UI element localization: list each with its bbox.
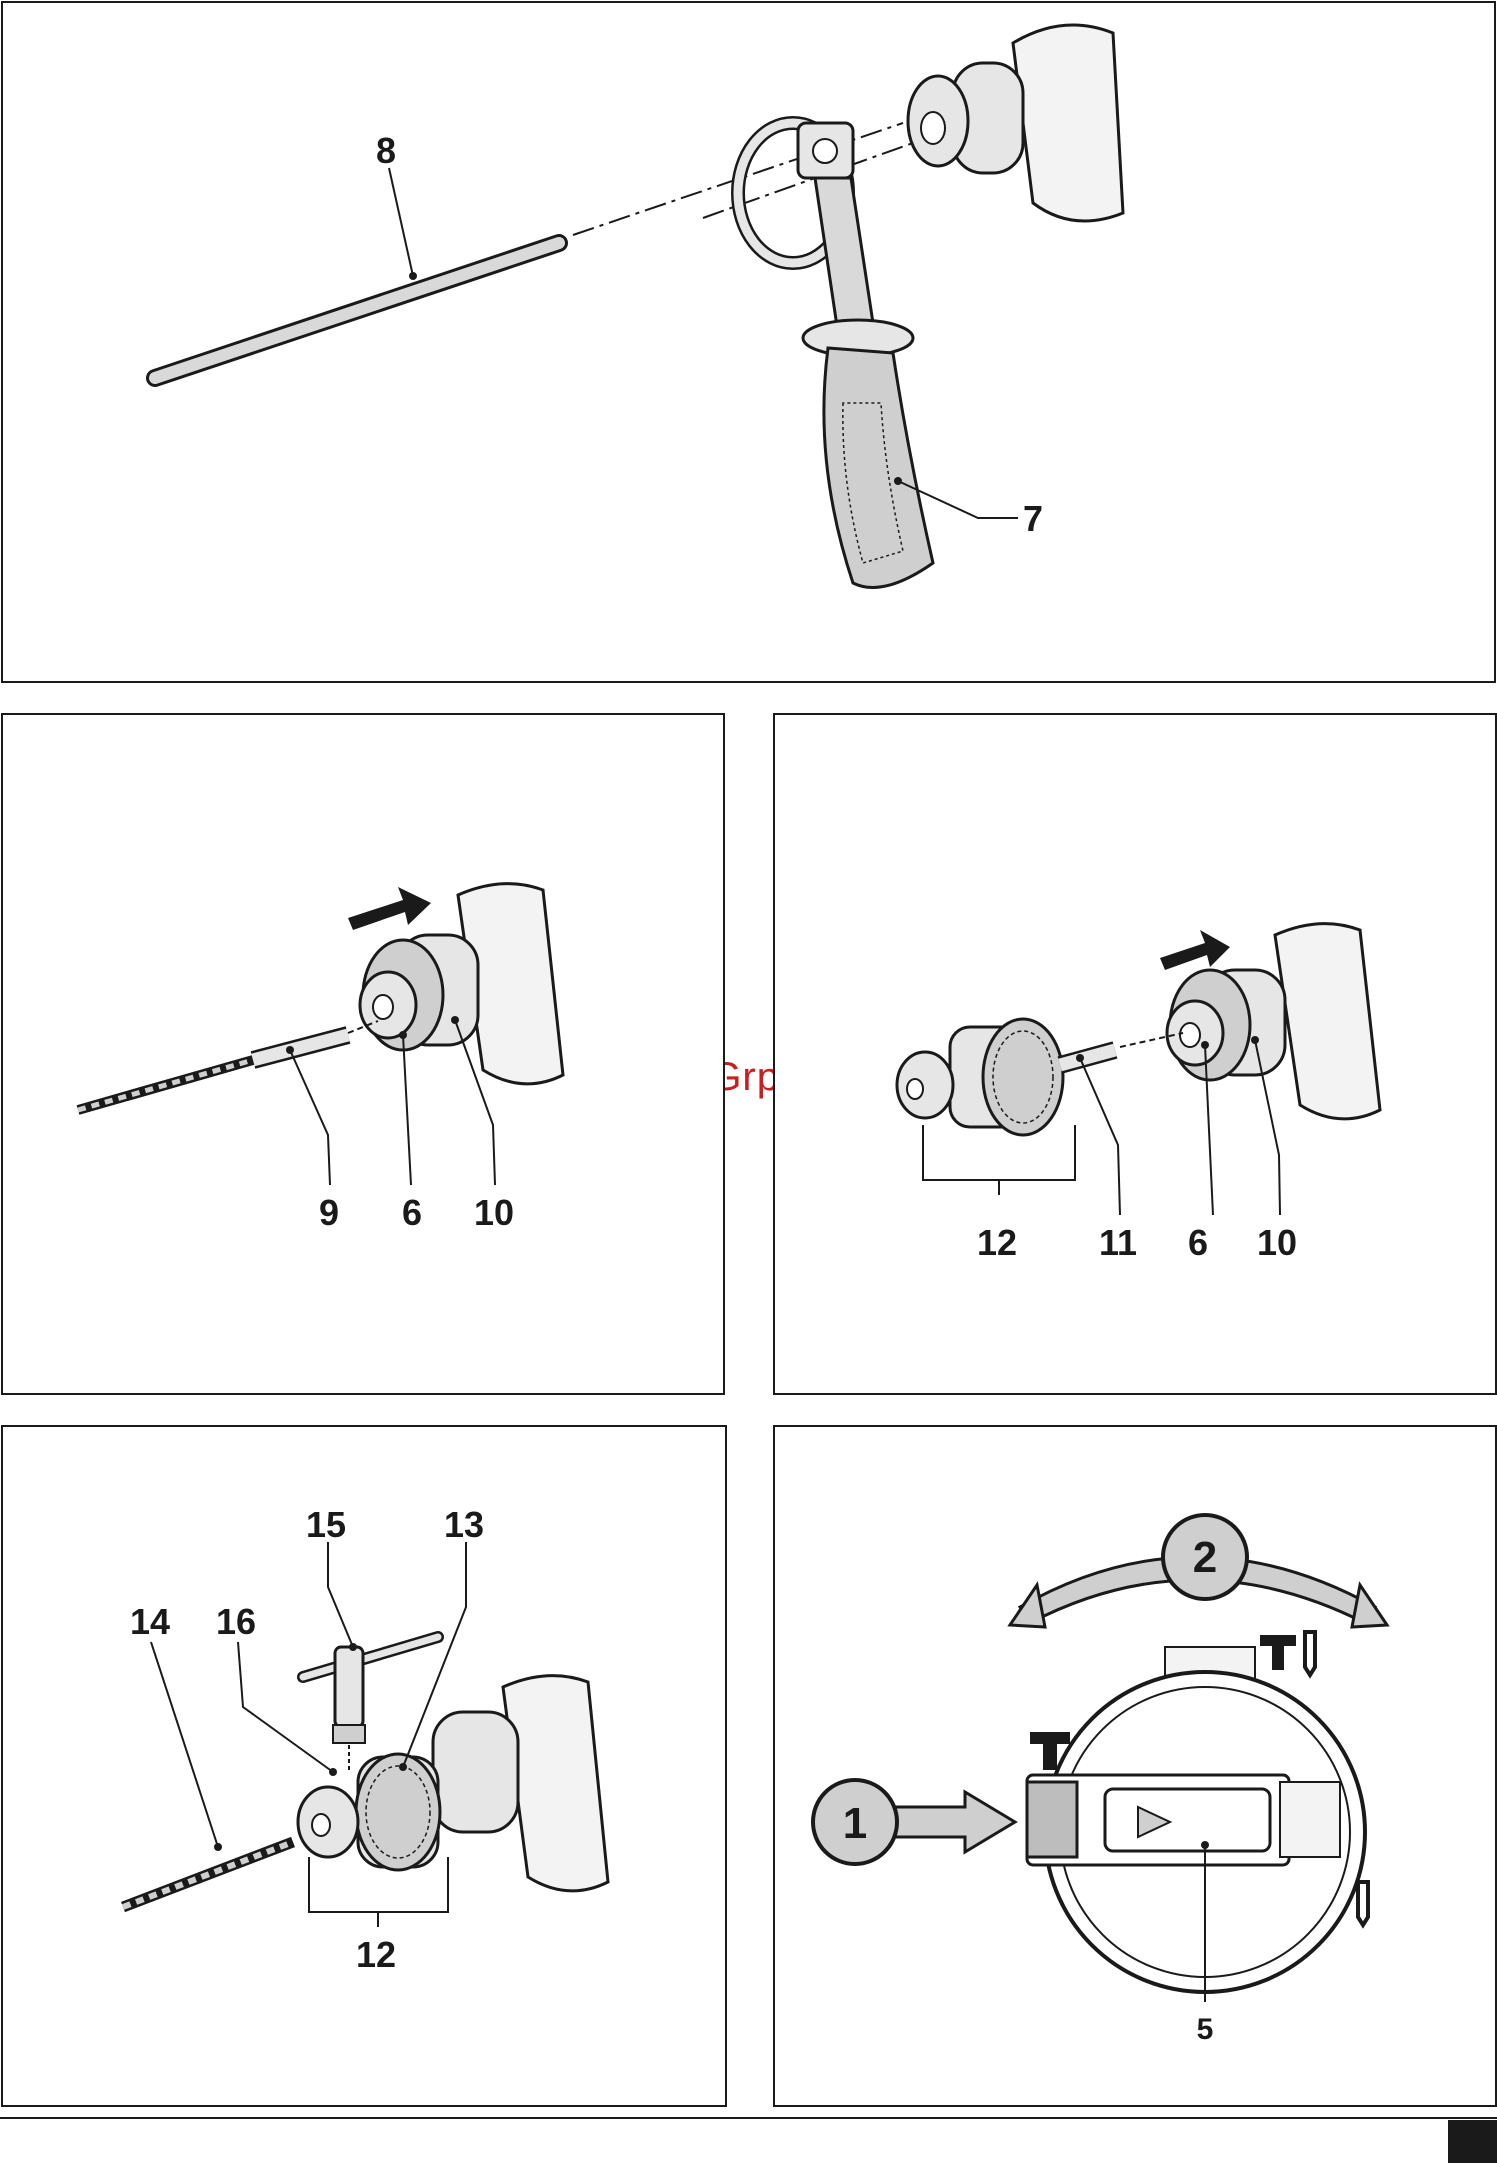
push-arrow-icon — [1160, 930, 1230, 970]
keyed-chuck-drawing: 15 13 14 16 12 — [3, 1427, 729, 2109]
bracket-12 — [923, 1125, 1075, 1180]
leader-line-14 — [151, 1642, 218, 1847]
callout-14: 14 — [130, 1601, 170, 1642]
callout-5: 5 — [1197, 2013, 1214, 2046]
keyed-chuck — [298, 1754, 440, 1870]
hammer-drill-mode-icon — [1260, 1632, 1315, 1675]
side-handle-drawing: 8 7 — [3, 3, 1497, 685]
leader-line-8 — [389, 168, 413, 276]
callout-7: 7 — [1023, 498, 1043, 539]
drill-nose — [433, 1676, 608, 1891]
chuck-adapter-drawing: 12 11 6 10 — [775, 715, 1497, 1397]
callout-10: 10 — [474, 1192, 514, 1233]
step-2-number: 2 — [1193, 1533, 1217, 1582]
figure-mode-selector: 2 1 5 — [773, 1425, 1497, 2107]
step-1-number: 1 — [843, 1799, 867, 1848]
leader-line-11 — [1080, 1058, 1120, 1215]
sds-bit-drawing: 9 6 10 — [3, 715, 727, 1397]
leader-line-15 — [328, 1542, 353, 1647]
callout-16: 16 — [216, 1601, 256, 1642]
callout-9: 9 — [319, 1192, 339, 1233]
page-tab-marker — [1448, 2120, 1497, 2163]
leader-line-16 — [238, 1642, 333, 1772]
callout-12: 12 — [977, 1222, 1017, 1263]
figure-keyed-chuck: 15 13 14 16 12 — [1, 1425, 727, 2107]
drill-mode-icon — [1358, 1882, 1368, 1925]
sds-drill-bit — [78, 1035, 348, 1110]
side-handle — [803, 178, 933, 588]
callout-8: 8 — [376, 130, 396, 171]
sds-adapter — [1060, 1050, 1115, 1065]
callout-12: 12 — [356, 1934, 396, 1975]
mode-selector-drawing: 2 1 5 — [775, 1427, 1497, 2109]
leader-line-6 — [403, 1035, 411, 1185]
drill-bit — [123, 1842, 293, 1907]
callout-13: 13 — [444, 1504, 484, 1545]
figure-chuck-adapter: 12 11 6 10 — [773, 713, 1497, 1395]
callout-15: 15 — [306, 1504, 346, 1545]
footer-rule — [0, 2117, 1497, 2119]
push-arrow-icon — [348, 887, 431, 930]
figure-sds-bit-insertion: 9 6 10 — [1, 713, 725, 1395]
drill-nose — [908, 25, 1123, 221]
callout-11: 11 — [1099, 1222, 1137, 1263]
callout-6: 6 — [1188, 1222, 1208, 1263]
callout-6: 6 — [402, 1192, 422, 1233]
callout-10: 10 — [1257, 1222, 1297, 1263]
depth-rod — [155, 243, 559, 378]
figure-side-handle: 8 7 — [1, 1, 1496, 683]
leader-line-9 — [290, 1050, 330, 1185]
keyed-chuck — [897, 1019, 1063, 1135]
